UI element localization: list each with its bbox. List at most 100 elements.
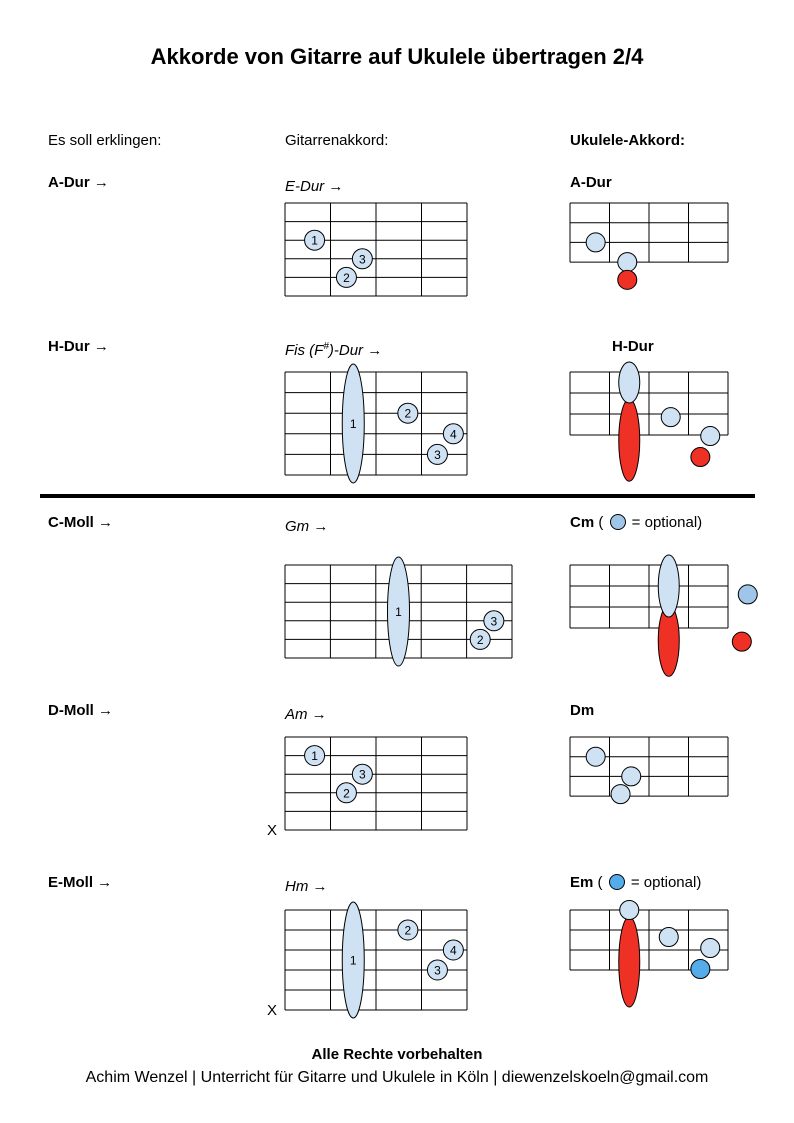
ukulele-chord-label: Cm ( = optional) [570,514,702,531]
finger-number: 1 [311,749,318,763]
finger-number: 2 [405,924,412,938]
finger-dot [351,248,373,270]
chord-name-text: Gm → [285,518,329,535]
finger-number: 2 [343,271,350,285]
finger-dot [700,426,721,447]
legend-text: = optional) [626,874,702,891]
finger-number: 1 [311,234,318,248]
barre [387,556,410,667]
page-title: Akkorde von Gitarre auf Ukulele übertrag… [150,44,644,69]
guitar-chord-diagram-row4: 1 32X [267,736,468,839]
finger-dot [426,443,448,465]
chord-name-text: Hm → [285,878,328,895]
finger-dot [700,938,721,958]
barre-finger-number: 1 [350,417,357,431]
target-chord-label: A-Dur → [48,174,109,191]
finger-dot [585,232,606,253]
ukulele-chord-diagram-row2 [569,361,729,482]
target-chord-label: E-Moll → [48,874,113,891]
barre [618,361,641,404]
finger-number: 3 [359,252,366,266]
finger-number: 3 [490,614,497,628]
optional-finger-dot [690,959,711,979]
finger-dot [619,900,640,920]
barre-finger-number: 1 [395,605,402,619]
chord-name-text: H-Dur [612,338,654,355]
chord-name-text: Fis (F [285,342,324,359]
ukulele-chord-diagram-row3 [569,554,758,677]
legend-text: ( [593,874,607,891]
finger-dot [617,252,638,273]
footer-rights: Alle Rechte vorbehalten [311,1046,483,1063]
finger-number: 3 [359,768,366,782]
ukulele-chord-label: Dm [570,702,594,719]
guitar-chord-diagram-row2: 1 2 43 [284,363,468,484]
off-board-dot [617,269,638,290]
finger-dot [660,407,681,428]
ukulele-chord-label: H-Dur [612,338,654,355]
finger-dot [483,610,505,632]
barre [657,554,680,618]
legend-text: = optional) [627,514,703,531]
chord-name-text: Am → [285,706,327,723]
target-chord-label: C-Moll → [48,514,113,531]
ukulele-chord-diagram-row1 [569,202,729,290]
muted-string-x: X [267,822,277,839]
sharp-superscript: # [323,341,329,352]
finger-dot [469,628,491,650]
finger-number: 3 [434,964,441,978]
finger-dot [621,766,642,787]
off-board-dot [690,447,711,468]
chord-name-text: E-Dur → [285,178,344,195]
barre [341,363,365,484]
finger-dot [585,746,606,767]
chord-name-text: )-Dur → [328,342,383,359]
finger-dot [304,745,326,767]
ukulele-chord-diagram-row4 [569,736,729,805]
barre-overhang [618,398,641,482]
column-header-guitar: Gitarrenakkord: [285,132,389,149]
finger-dot [304,229,326,251]
finger-number: 2 [477,633,484,647]
footer-contact: Achim Wenzel | Unterricht für Gitarre un… [85,1069,709,1086]
guitar-chord-label: Am → [285,702,327,723]
chord-name-text: Em [570,874,594,891]
chord-name-text: Dm [570,702,595,719]
barre [341,901,365,1019]
finger-number: 4 [450,427,457,441]
target-chord-label: D-Moll → [48,702,113,719]
chord-name-text: A-Dur [570,174,612,191]
optional-dot [609,514,626,530]
finger-dot [397,402,419,424]
guitar-chord-label: E-Dur → [285,174,343,195]
optional-finger-dot [737,584,758,605]
guitar-chord-label: Hm → [285,874,328,895]
section-divider [40,494,755,498]
guitar-chord-label: Fis (F#)-Dur → [285,338,382,359]
barre-finger-number: 1 [350,954,357,968]
finger-number: 3 [434,448,441,462]
finger-dot [610,784,631,805]
legend-text: ( [594,514,608,531]
finger-dot [442,423,464,445]
guitar-chord-label: Gm → [285,514,328,535]
finger-dot [335,782,357,804]
finger-number: 2 [343,786,350,800]
finger-dot [397,919,419,941]
off-board-dot [731,631,752,652]
finger-dot [335,266,357,288]
barre-overhang [618,916,641,1008]
column-header-target: Es soll erklingen: [48,132,162,149]
finger-dot [351,763,373,785]
optional-dot [608,874,625,890]
guitar-chord-diagram-row3: 1 32 [284,556,513,667]
ukulele-chord-diagram-row5 [569,900,729,1008]
guitar-chord-diagram-row1: 1 32 [284,202,468,297]
ukulele-chord-label: Em ( = optional) [570,874,701,891]
finger-number: 2 [405,407,412,421]
column-header-ukulele: Ukulele-Akkord: [570,132,686,149]
chord-name-text: Cm [570,514,595,531]
